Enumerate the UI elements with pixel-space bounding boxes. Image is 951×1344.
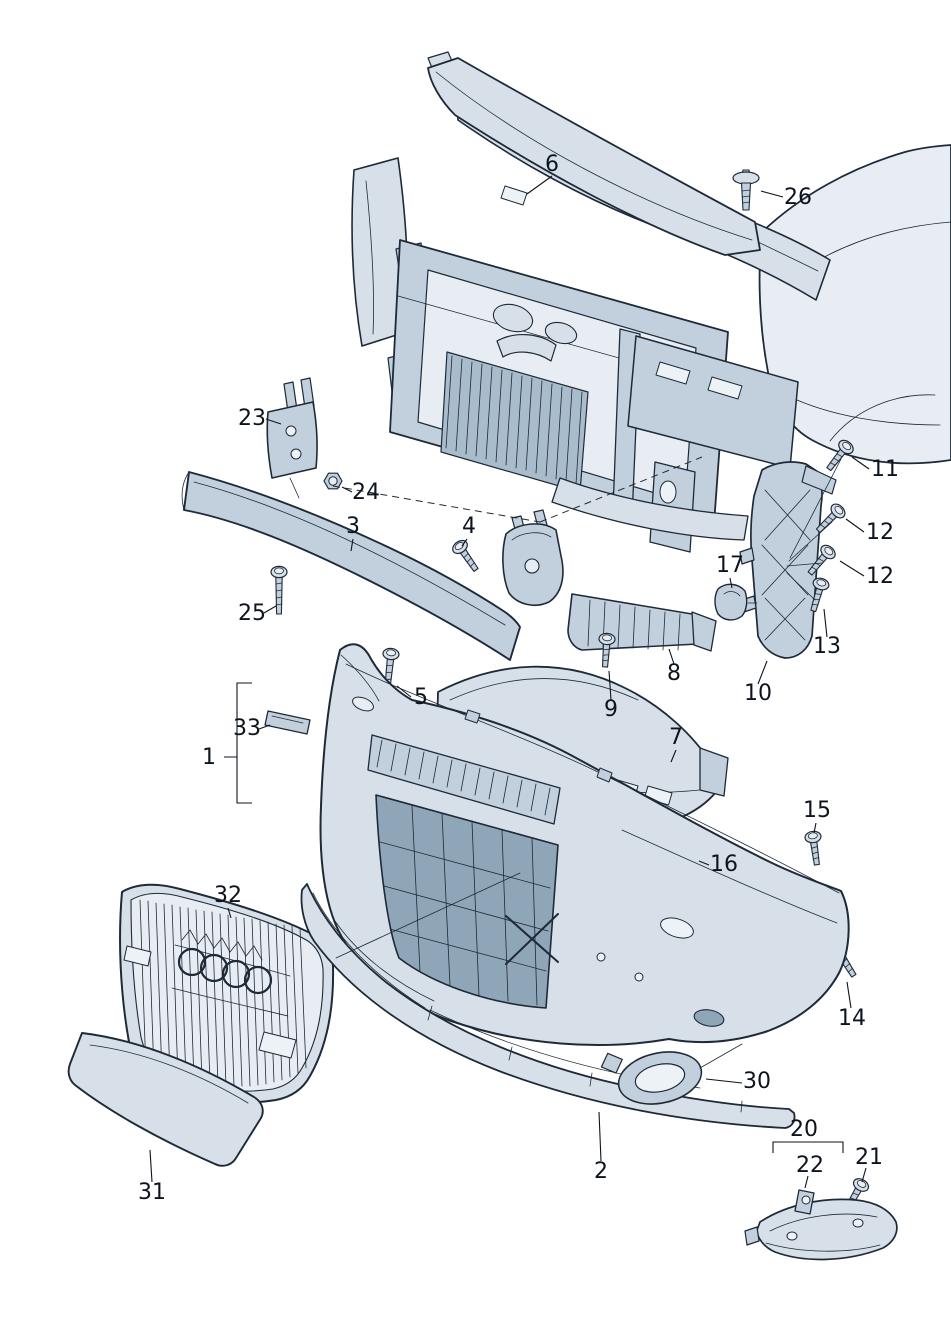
callout-21: 21 (855, 1145, 883, 1170)
screw-25 (270, 565, 288, 615)
callouts: 6 26 23 24 3 4 11 12 12 17 25 13 8 9 10 … (138, 152, 899, 1205)
range-bracket-1 (224, 682, 252, 804)
audi-rings (177, 947, 273, 995)
callout-9: 9 (604, 697, 618, 722)
part-hex-nut (323, 472, 343, 490)
alignment-lines (289, 456, 842, 1069)
part-mount-bracket (266, 377, 318, 479)
callout-2: 2 (594, 1159, 608, 1184)
leader-lines (149, 175, 870, 1189)
part-bumper-cover (319, 643, 850, 1046)
part-end-bracket (744, 1198, 898, 1261)
callout-14: 14 (838, 1006, 866, 1031)
part-bumper-beam (181, 471, 521, 661)
callout-5: 5 (414, 685, 428, 710)
callout-3: 3 (346, 514, 360, 539)
part-radiator-grille (119, 883, 335, 1104)
callout-7: 7 (669, 725, 683, 750)
radiator-fins (445, 355, 583, 485)
callout-8: 8 (667, 661, 681, 686)
callout-6: 6 (545, 152, 559, 177)
callout-33: 33 (233, 716, 261, 741)
callout-4: 4 (462, 514, 476, 539)
callout-26: 26 (784, 185, 812, 210)
part-tow-bracket (502, 509, 564, 606)
part-clip-22 (794, 1189, 815, 1215)
part-fog-lamp-ring (600, 1051, 703, 1105)
callout-12a: 12 (866, 520, 894, 545)
callout-23: 23 (238, 406, 266, 431)
callout-22: 22 (796, 1153, 824, 1178)
callout-24: 24 (352, 480, 380, 505)
callout-10: 10 (744, 681, 772, 706)
screw-4 (449, 537, 484, 576)
callout-13: 13 (813, 634, 841, 659)
callout-30: 30 (743, 1069, 771, 1094)
part-lower-plate (67, 1032, 264, 1167)
callout-20: 20 (790, 1117, 818, 1142)
callout-32: 32 (214, 883, 242, 908)
part-lower-support (567, 593, 717, 652)
callout-1: 1 (202, 745, 216, 770)
part-side-guide-bracket (739, 461, 837, 659)
callout-11: 11 (871, 457, 899, 482)
part-expansion-clip (732, 169, 760, 211)
callout-25: 25 (238, 601, 266, 626)
screw-9 (596, 632, 616, 669)
part-retainer-clip (714, 583, 748, 621)
callout-15: 15 (803, 798, 831, 823)
callout-16: 16 (710, 852, 738, 877)
part-upper-trim-strip (427, 57, 761, 256)
callout-31: 31 (138, 1180, 166, 1205)
callout-17: 17 (716, 553, 744, 578)
part-trim-strip-33 (264, 710, 311, 735)
screw-15 (803, 829, 826, 867)
range-bracket-20 (772, 1141, 844, 1153)
callout-12b: 12 (866, 564, 894, 589)
